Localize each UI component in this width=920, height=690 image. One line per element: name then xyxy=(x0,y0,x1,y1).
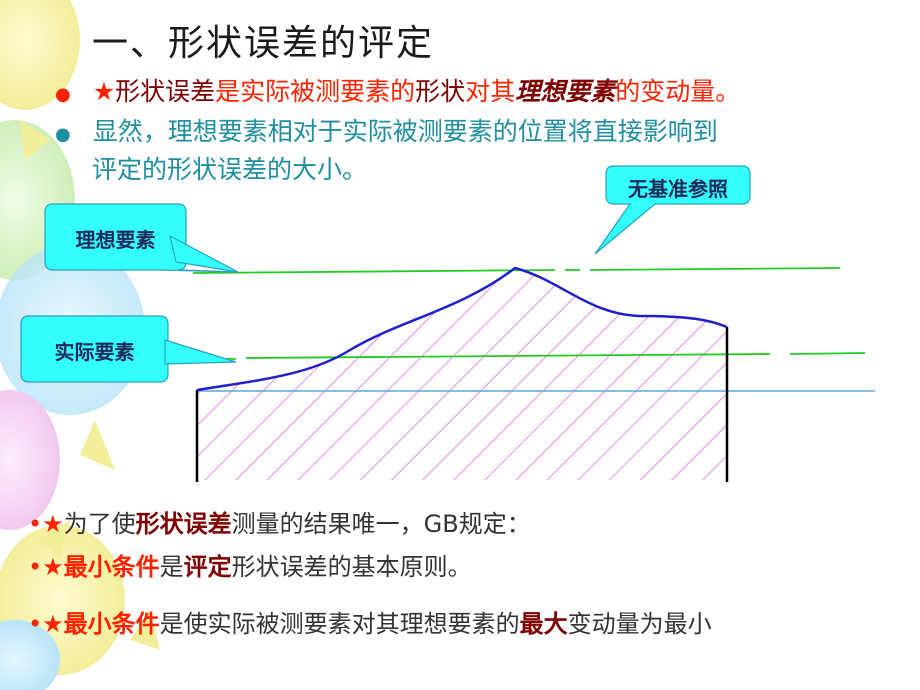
callout-actual-element: 实际要素 xyxy=(54,340,135,364)
callout-no-datum-shape xyxy=(594,165,751,255)
callout-actual-shape xyxy=(20,315,169,383)
bullet-explanation: ●显然，理想要素相对于实际被测要素的位置将直接影响到 xyxy=(55,117,718,146)
callout-ideal-pointer xyxy=(169,234,239,273)
slide-title: 一、形状误差的评定 xyxy=(92,23,435,64)
rule-1: •★为了使形状误差测量的结果唯一，GB规定： xyxy=(28,510,531,538)
rule-3: •★最小条件是使实际被测要素对其理想要素的最大变动量为最小 xyxy=(28,610,712,638)
bullet-definition: ●★形状误差是实际被测要素的形状对其理想要素的变动量。 xyxy=(55,77,741,106)
star-icon: ★ xyxy=(92,77,116,106)
lower-ideal-line-d xyxy=(789,352,866,355)
lower-ideal-line-c xyxy=(245,353,771,359)
bullet-explanation-cont: 评定的形状误差的大小。 xyxy=(92,155,368,184)
callout-ideal-shape xyxy=(44,203,239,273)
upper-ideal-line-a xyxy=(192,269,556,274)
bullet-dot: ● xyxy=(55,124,71,145)
hatched-region xyxy=(197,268,727,480)
bullet-dot: ● xyxy=(55,84,71,105)
actual-profile-curve xyxy=(196,266,728,392)
callout-ideal-element: 理想要素 xyxy=(75,228,156,252)
upper-ideal-line-c xyxy=(589,267,841,271)
callout-actual-pointer xyxy=(164,339,237,365)
rule-2: •★最小条件是评定形状误差的基本原则。 xyxy=(28,553,472,581)
callout-no-datum: 无基准参照 xyxy=(628,177,728,201)
